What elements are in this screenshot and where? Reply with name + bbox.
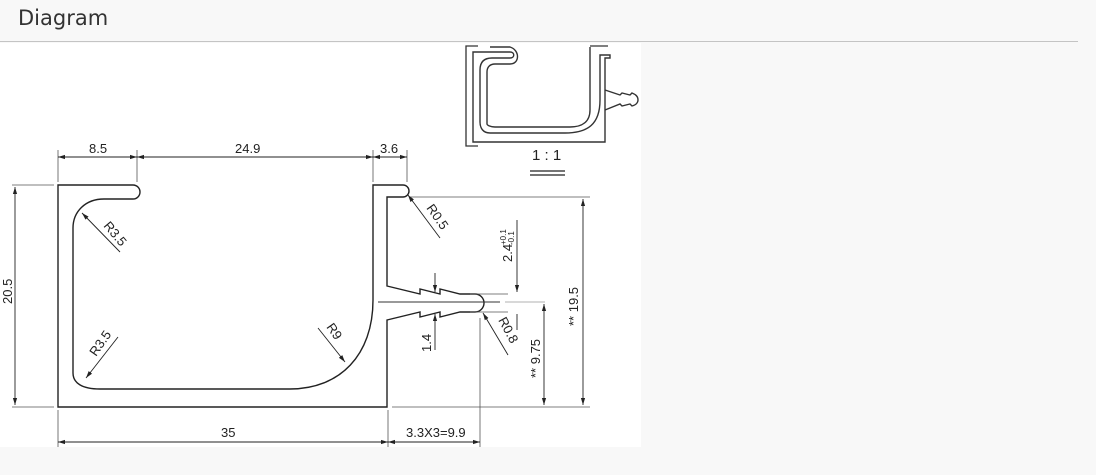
dim-overall-height: 20.5 bbox=[0, 279, 15, 304]
svg-text:-0.1: -0.1 bbox=[507, 231, 516, 245]
dim-half-height: ** 9.75 bbox=[528, 339, 543, 378]
page-title: Diagram bbox=[18, 6, 109, 30]
dim-top-opening: 24.9 bbox=[235, 141, 260, 156]
profile-outline bbox=[57, 184, 485, 408]
dim-top-left-lip: 8.5 bbox=[89, 141, 107, 156]
drawing-canvas: 1 : 1 bbox=[0, 43, 641, 447]
dim-radius-top-left: R3.5 bbox=[101, 218, 130, 249]
dim-fin-pitch: 3.3X3=9.9 bbox=[406, 425, 466, 440]
dim-radius-right-lip: R0.5 bbox=[424, 201, 452, 232]
svg-text:2.4: 2.4 bbox=[500, 244, 515, 262]
thumbnail-view bbox=[465, 45, 639, 147]
dim-top-right-lip: 3.6 bbox=[380, 141, 398, 156]
svg-text:+0.1: +0.1 bbox=[499, 229, 508, 245]
dim-fin-thickness: 1.4 bbox=[419, 334, 434, 352]
dim-fin-slot: 2.4 +0.1 -0.1 bbox=[499, 229, 516, 262]
dim-overall-width: 35 bbox=[221, 425, 235, 440]
dim-radius-bottom-left: R3.5 bbox=[86, 328, 114, 359]
page-header: Diagram bbox=[0, 0, 1078, 42]
scale-label: 1 : 1 bbox=[532, 147, 561, 164]
dim-right-height: ** 19.5 bbox=[566, 287, 581, 326]
